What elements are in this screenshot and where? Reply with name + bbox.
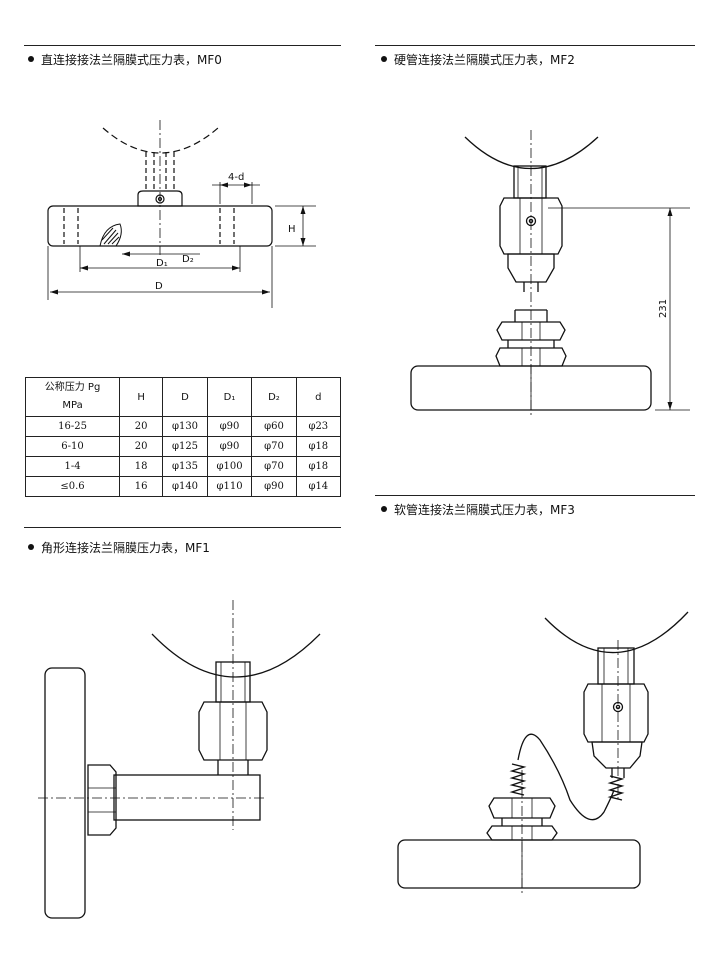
mf3-flexible-hose-drawing xyxy=(397,611,689,893)
cell-dh: φ14 xyxy=(295,476,342,497)
spec-table-header-row: 公称压力 Pg MPa H D D₁ D₂ d xyxy=(24,377,342,417)
mf0-nut xyxy=(137,190,183,207)
cell-d2: φ90 xyxy=(251,476,297,497)
cell-d: φ130 xyxy=(162,416,208,437)
bullet-icon xyxy=(381,56,387,62)
heading-mf2-text: 硬管连接法兰隔膜式压力表，MF2 xyxy=(394,53,575,67)
bullet-icon xyxy=(381,506,387,512)
cell-pg: 16-25 xyxy=(24,416,121,437)
section-rule-mf3 xyxy=(375,495,695,496)
cell-dh: φ23 xyxy=(295,416,342,437)
bullet-icon xyxy=(28,544,34,550)
mf3-spring-right xyxy=(607,775,625,801)
cell-dh: φ18 xyxy=(295,456,342,477)
heading-mf0: 直连接接法兰隔膜式压力表，MF0 xyxy=(28,53,222,67)
mf1-gauge-arc xyxy=(151,633,321,678)
heading-mf3-text: 软管连接法兰隔膜式压力表，MF3 xyxy=(394,503,575,517)
col-header-h: H xyxy=(119,377,164,417)
table-row: 6-10 20 φ125 φ90 φ70 φ18 xyxy=(24,436,342,457)
mf0-flange-body xyxy=(47,205,273,247)
cell-d: φ140 xyxy=(162,476,208,497)
cell-d: φ125 xyxy=(162,436,208,457)
cell-d2: φ70 xyxy=(251,456,297,477)
cell-pg: 6-10 xyxy=(24,436,121,457)
table-row: 16-25 20 φ130 φ90 φ60 φ23 xyxy=(24,416,342,437)
col-header-pressure-line2: MPa xyxy=(62,400,83,411)
mf0-label-4d: 4-d xyxy=(228,172,244,183)
col-header-d1: D₁ xyxy=(206,377,253,417)
cell-pg: ≤0.6 xyxy=(24,476,121,497)
mf0-label-d1: D₁ xyxy=(156,258,168,269)
col-header-d2: D₂ xyxy=(251,377,297,417)
cell-d2: φ70 xyxy=(251,436,297,457)
mf0-flange-drawing: 4-d H D₂ D₁ D xyxy=(47,120,316,308)
col-header-pressure-line1: 公称压力 Pg xyxy=(44,382,101,393)
mf2-height-label: 231 xyxy=(658,299,669,318)
section-rule-mf1 xyxy=(24,527,341,528)
cell-pg: 1-4 xyxy=(24,456,121,477)
cell-d2: φ60 xyxy=(251,416,297,437)
mf2-gauge-arc xyxy=(464,136,599,169)
mf2-lower-nut-top xyxy=(496,321,566,341)
spec-table: 公称压力 Pg MPa H D D₁ D₂ d 16-25 20 φ130 φ9… xyxy=(24,377,342,497)
heading-mf2: 硬管连接法兰隔膜式压力表，MF2 xyxy=(381,53,575,67)
cell-dh: φ18 xyxy=(295,436,342,457)
heading-mf0-text: 直连接接法兰隔膜式压力表，MF0 xyxy=(41,53,222,67)
cell-h: 16 xyxy=(119,476,164,497)
mf1-angle-drawing xyxy=(38,600,321,919)
heading-mf3: 软管连接法兰隔膜式压力表，MF3 xyxy=(381,503,575,517)
mf3-spring-left xyxy=(509,763,527,796)
table-row: ≤0.6 16 φ140 φ110 φ90 φ14 xyxy=(24,476,342,497)
col-header-d: D xyxy=(162,377,208,417)
cell-d1: φ90 xyxy=(206,416,253,437)
mf2-hard-pipe-drawing: 231 xyxy=(410,130,690,415)
cell-d1: φ90 xyxy=(206,436,253,457)
mf3-upper-nut xyxy=(583,683,649,743)
mf1-nut xyxy=(198,701,268,761)
mf3-gauge-arc xyxy=(544,611,689,654)
cell-d1: φ110 xyxy=(206,476,253,497)
cell-h: 20 xyxy=(119,436,164,457)
section-rule-mf0 xyxy=(24,45,341,46)
mf0-label-d2: D₂ xyxy=(182,254,194,265)
mf1-flange-body xyxy=(44,667,86,919)
mf0-label-d: D xyxy=(155,281,163,292)
mf3-hose xyxy=(517,733,615,821)
mf0-gauge-arc xyxy=(102,127,219,154)
mf1-elbow-body xyxy=(113,774,261,821)
col-header-pressure: 公称压力 Pg MPa xyxy=(24,377,121,417)
heading-mf1: 角形连接法兰隔膜压力表，MF1 xyxy=(28,541,210,555)
mf0-hatch-section xyxy=(99,223,122,247)
mf3-lower-nut-top xyxy=(488,797,556,819)
mf0-label-h: H xyxy=(288,224,296,235)
cell-d: φ135 xyxy=(162,456,208,477)
mf3-flange-body xyxy=(397,839,641,889)
cell-h: 20 xyxy=(119,416,164,437)
heading-mf1-text: 角形连接法兰隔膜压力表，MF1 xyxy=(41,541,210,555)
mf2-upper-nut xyxy=(499,197,563,255)
cell-d1: φ100 xyxy=(206,456,253,477)
table-row: 1-4 18 φ135 φ100 φ70 φ18 xyxy=(24,456,342,477)
cell-h: 18 xyxy=(119,456,164,477)
col-header-dh: d xyxy=(295,377,342,417)
bullet-icon xyxy=(28,56,34,62)
section-rule-mf2 xyxy=(375,45,695,46)
